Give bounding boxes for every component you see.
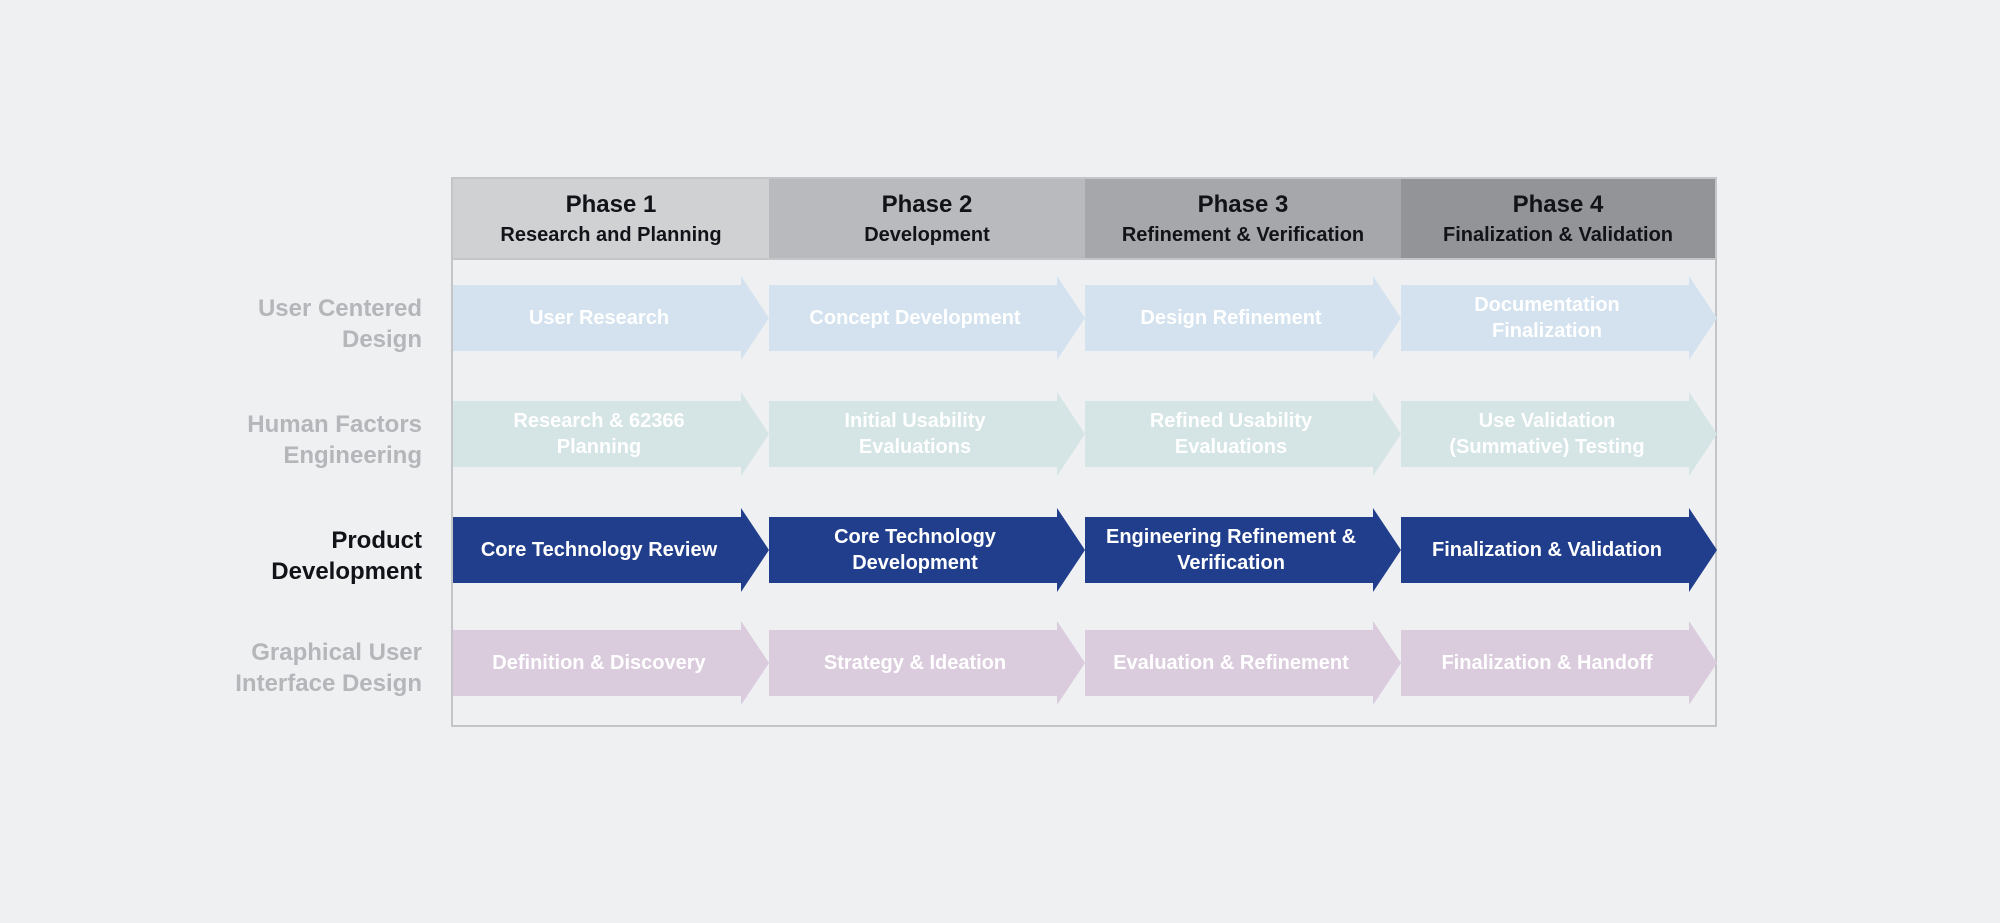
step-arrow-finalization-handoff: Finalization & Handoff <box>1401 621 1717 705</box>
row-label-human-factors-engineering: Human Factors Engineering <box>180 409 422 471</box>
step-label: Refined Usability Evaluations <box>1149 410 1313 458</box>
row-label-graphical-user-interface-design: Graphical User Interface Design <box>180 637 422 699</box>
step-arrow-engineering-refinement-verification: Engineering Refinement & Verification <box>1085 508 1401 592</box>
step-label: Strategy & Ideation <box>823 652 1007 674</box>
step-label: Engineering Refinement & Verification <box>1105 526 1357 574</box>
step-label: Definition & Discovery <box>492 652 706 674</box>
step-label: Finalization & Validation <box>1431 539 1663 561</box>
phase-header-4: Phase 4 Finalization & Validation <box>1401 179 1715 259</box>
phase-title: Phase 2 <box>881 191 973 218</box>
step-arrow-user-research: User Research <box>453 276 769 360</box>
diagram-frame <box>451 177 1717 727</box>
step-label: Finalization & Handoff <box>1441 652 1653 674</box>
step-arrow-documentation-finalization: Documentation Finalization <box>1401 276 1717 360</box>
phase-header-2: Phase 2 Development <box>769 179 1085 259</box>
step-arrow-concept-development: Concept Development <box>769 276 1085 360</box>
step-label: Core Technology Review <box>480 539 718 561</box>
row-label-text: User Centered Design <box>257 295 422 353</box>
step-arrow-refined-usability-evaluations: Refined Usability Evaluations <box>1085 392 1401 476</box>
row-label-user-centered-design: User Centered Design <box>180 293 422 355</box>
step-arrow-core-technology-review: Core Technology Review <box>453 508 769 592</box>
row-label-text: Human Factors Engineering <box>247 411 422 469</box>
step-label: Core Technology Development <box>834 526 996 574</box>
step-label: Initial Usability Evaluations <box>844 410 986 458</box>
phase-title: Phase 1 <box>565 191 657 218</box>
phase-header-3: Phase 3 Refinement & Verification <box>1085 179 1401 259</box>
phase-header-1: Phase 1 Research and Planning <box>453 179 769 259</box>
step-label: Design Refinement <box>1140 307 1322 329</box>
phase-subtitle: Research and Planning <box>500 224 722 246</box>
step-arrow-design-refinement: Design Refinement <box>1085 276 1401 360</box>
phase-subtitle: Refinement & Verification <box>1121 224 1365 246</box>
step-arrow-use-validation-testing: Use Validation (Summative) Testing <box>1401 392 1717 476</box>
phase-subtitle: Finalization & Validation <box>1442 224 1674 246</box>
step-arrow-strategy-ideation: Strategy & Ideation <box>769 621 1085 705</box>
step-arrow-initial-usability-evaluations: Initial Usability Evaluations <box>769 392 1085 476</box>
header-divider <box>453 258 1715 260</box>
step-arrow-research-planning: Research & 62366 Planning <box>453 392 769 476</box>
phase-title: Phase 3 <box>1197 191 1289 218</box>
step-arrow-core-technology-development: Core Technology Development <box>769 508 1085 592</box>
step-label: Evaluation & Refinement <box>1113 652 1349 674</box>
row-label-text: Product Development <box>271 527 422 585</box>
row-label-text: Graphical User Interface Design <box>235 639 422 697</box>
step-label: Research & 62366 Planning <box>513 410 685 458</box>
step-label: User Research <box>528 307 670 329</box>
step-arrow-evaluation-refinement: Evaluation & Refinement <box>1085 621 1401 705</box>
step-label: Concept Development <box>809 307 1021 329</box>
step-arrow-finalization-validation: Finalization & Validation <box>1401 508 1717 592</box>
step-arrow-definition-discovery: Definition & Discovery <box>453 621 769 705</box>
step-label: Documentation Finalization <box>1474 294 1620 342</box>
step-label: Use Validation (Summative) Testing <box>1449 410 1645 458</box>
phase-subtitle: Development <box>864 224 990 246</box>
phase-title: Phase 4 <box>1512 191 1604 218</box>
row-label-product-development: Product Development <box>180 525 422 587</box>
